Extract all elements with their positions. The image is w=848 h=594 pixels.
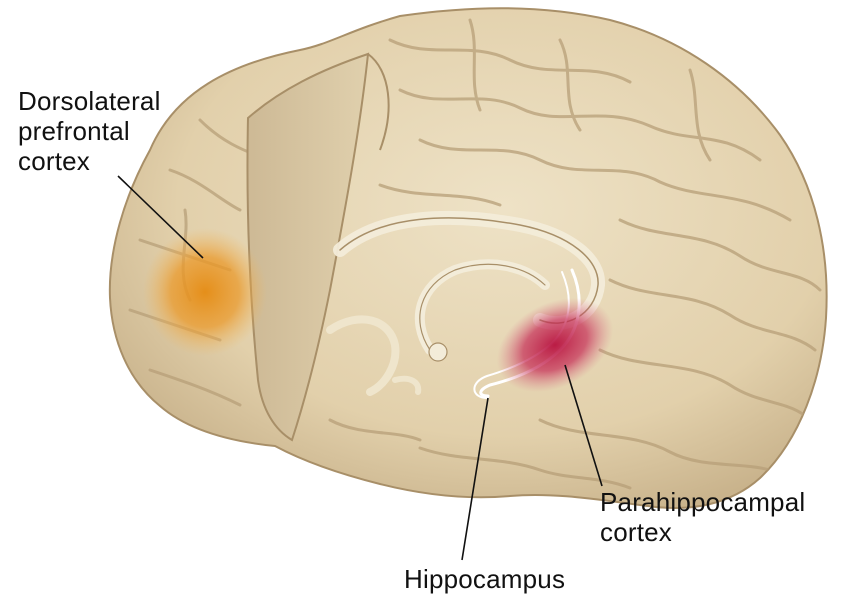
dlpfc-label-line-2: prefrontal	[18, 116, 161, 146]
dlpfc-label-line-1: Dorsolateral	[18, 86, 161, 116]
dlpfc-highlight	[143, 228, 267, 356]
parahippocampal-label: Parahippocampal cortex	[600, 487, 805, 547]
dlpfc-label-line-3: cortex	[18, 146, 161, 176]
parahippocampal-label-line-2: cortex	[600, 517, 805, 547]
dlpfc-label: Dorsolateral prefrontal cortex	[18, 86, 161, 176]
hippocampus-label: Hippocampus	[404, 564, 565, 594]
parahippocampal-label-line-1: Parahippocampal	[600, 487, 805, 517]
